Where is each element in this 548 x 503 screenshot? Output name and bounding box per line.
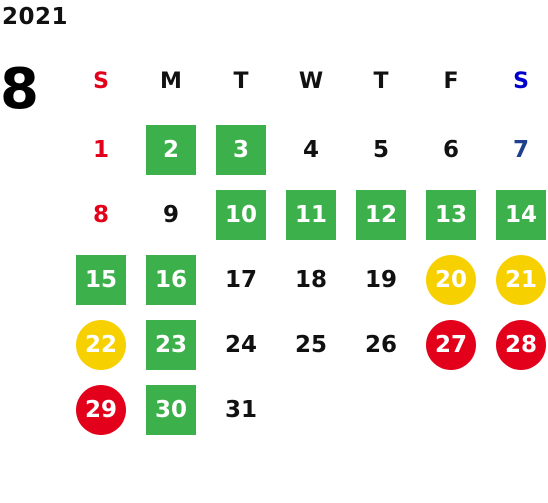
calendar-day-2[interactable]: 2 [146,125,196,175]
calendar-day-24[interactable]: 24 [224,332,257,358]
weekday-2: T [233,69,249,94]
calendar-day-4[interactable]: 4 [302,137,319,163]
weekday-5: F [443,69,459,94]
calendar-day-13[interactable]: 13 [426,190,476,240]
calendar-day-18[interactable]: 18 [294,267,327,293]
calendar-day-6[interactable]: 6 [442,137,459,163]
weekday-4: T [373,69,389,94]
weekday-0: S [93,69,109,94]
calendar-day-19[interactable]: 19 [364,267,397,293]
calendar-day-10[interactable]: 10 [216,190,266,240]
calendar-day-27[interactable]: 27 [426,320,476,370]
calendar-day-16[interactable]: 16 [146,255,196,305]
calendar-day-23[interactable]: 23 [146,320,196,370]
calendar-day-26[interactable]: 26 [364,332,397,358]
calendar-day-1[interactable]: 1 [92,137,109,163]
calendar-day-7[interactable]: 7 [512,137,529,163]
calendar-year: 2021 [2,4,69,30]
calendar-day-15[interactable]: 15 [76,255,126,305]
weekday-6: S [513,69,529,94]
calendar-month: 8 [0,57,39,122]
calendar-day-20[interactable]: 20 [426,255,476,305]
calendar-day-17[interactable]: 17 [224,267,257,293]
calendar-day-21[interactable]: 21 [496,255,546,305]
calendar-day-28[interactable]: 28 [496,320,546,370]
calendar-day-22[interactable]: 22 [76,320,126,370]
calendar-day-11[interactable]: 11 [286,190,336,240]
calendar-day-30[interactable]: 30 [146,385,196,435]
calendar-day-29[interactable]: 29 [76,385,126,435]
calendar-day-3[interactable]: 3 [216,125,266,175]
calendar-day-14[interactable]: 14 [496,190,546,240]
weekday-1: M [160,69,182,94]
calendar-day-31[interactable]: 31 [224,397,257,423]
calendar-day-9[interactable]: 9 [162,202,179,228]
calendar-day-12[interactable]: 12 [356,190,406,240]
weekday-3: W [298,69,324,94]
calendar-day-5[interactable]: 5 [372,137,389,163]
calendar-day-8[interactable]: 8 [92,202,109,228]
calendar-day-25[interactable]: 25 [294,332,327,358]
